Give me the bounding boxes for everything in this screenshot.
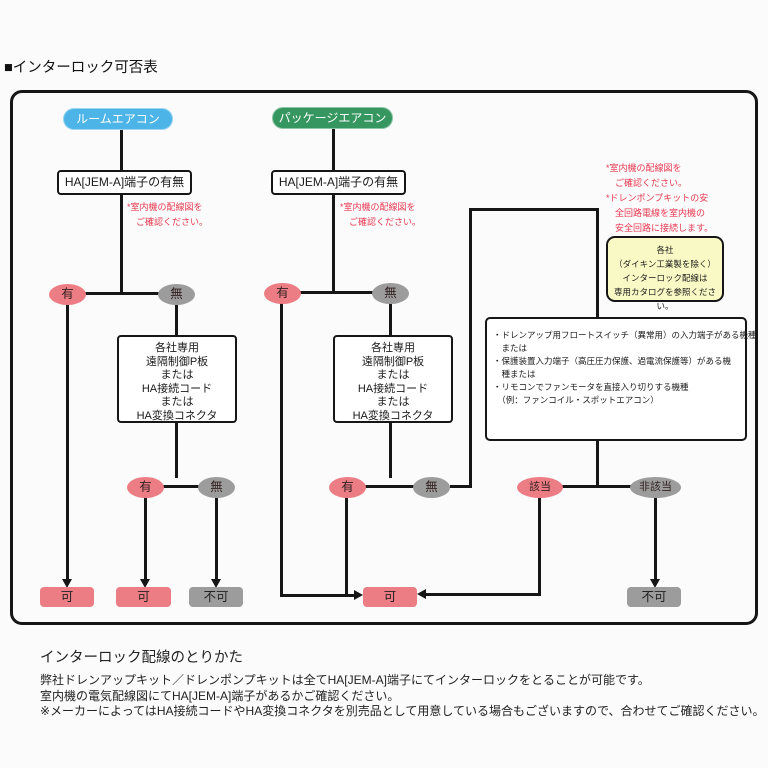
box-line: （例：ファンコイル・スポットエアコン） [493,395,659,405]
connector-line [538,497,541,596]
connector-line [120,129,123,170]
box-line: 遠隔制御P板 [361,355,425,368]
arrow-down-icon [62,579,72,588]
branch-no-oval: 無 [158,284,195,305]
box-line: または [376,369,410,381]
connector-line [596,441,599,488]
connector-line [469,208,472,488]
box-line: ・保護装置入力端子（高圧圧力保護、過電流保護等）がある機 [493,356,732,366]
wiring-check-note: *室内機の配線図を ご確認ください。 [127,200,208,230]
arrow-right-icon [354,590,363,600]
connector-line [280,303,283,597]
chart-frame [10,90,758,625]
connector-line [332,129,335,170]
connector-line [175,423,178,478]
drain-pump-note: *室内機の配線図を ご確認ください。 *ドレンポンプキットの安 全回路電線を室内… [606,161,713,236]
connector-line [654,497,657,580]
adapter-option-box: 各社専用 遠隔制御P板 または HA接続コード または HA変換コネクタ [117,335,237,423]
footer-line: 室内機の電気配線図にてHA[JEM-A]端子があるかご確認ください。 [40,689,400,703]
connector-line [282,291,391,294]
wiring-check-note: *室内機の配線図を ご確認ください。 [340,200,421,230]
connector-line [280,594,356,597]
footer-line: 弊社ドレンアップキット／ドレンポンプキットは全てHA[JEM-A]端子にてインタ… [40,673,650,687]
result-ng-box: 不可 [627,587,681,607]
note-line: 専用カタログを参照ください。 [613,287,716,311]
box-line: または [160,369,194,381]
branch-yes-oval: 有 [49,284,86,305]
connector-line [389,423,392,478]
connector-line [596,211,599,317]
connector-line [426,593,540,596]
box-line: HA変換コネクタ [136,409,218,422]
note-line: （ダイキン工業製を除く） [614,259,716,269]
box-line: 各社専用 [371,342,415,354]
box-line: 種または [493,369,536,379]
note-line: 各社 [656,245,674,255]
connector-line [345,497,348,597]
note-line: インターロック配線は [622,273,708,283]
note-line: *室内機の配線図を [127,202,203,212]
result-ok-box: 可 [40,587,94,607]
connector-line [347,485,432,488]
branch-yes-oval: 有 [264,283,301,304]
footer-line: ※メーカーによってはHA接続コードやHA変換コネクタを別売品として用意している場… [40,704,765,718]
branch-no-oval: 無 [198,477,235,498]
ha-terminal-question-box: HA[JEM-A]端子の有無 [271,170,406,195]
connector-line [144,497,147,580]
box-line: HA接続コード [141,382,213,395]
box-line: 各社専用 [155,342,199,354]
note-line: ご確認ください。 [606,178,688,188]
box-line: ・リモコンでファンモータを直接入り切りする機種 [493,382,689,392]
arrow-down-icon [650,579,660,588]
box-line: ・ドレンアップ用フロートスイッチ（異常用）の入力端子がある機種 [493,330,757,340]
arrow-down-icon [140,579,150,588]
branch-not-applicable-oval: 非該当 [630,477,681,498]
catalog-note-box: 各社 （ダイキン工業製を除く） インターロック配線は 専用カタログを参照ください… [606,236,724,311]
connector-line [175,304,178,335]
box-line: または [160,396,194,408]
arrow-left-icon [417,589,426,599]
box-line: HA接続コード [357,382,429,395]
branch-yes-oval: 有 [329,477,366,498]
connector-line [450,485,471,488]
page-title: ■インターロック可否表 [4,60,158,76]
connector-line [215,497,218,580]
result-ok-box: 可 [116,587,171,607]
adapter-option-box: 各社専用 遠隔制御P板 または HA接続コード または HA変換コネクタ [333,335,453,423]
connector-line [332,192,335,293]
result-ok-box: 可 [363,587,417,607]
footer-heading: インターロック配線のとりかた [40,650,243,666]
machine-condition-box: ・ドレンアップ用フロートスイッチ（異常用）の入力端子がある機種 または ・保護装… [485,317,757,441]
branch-no-oval: 無 [413,477,450,498]
note-line: ご確認ください。 [127,217,209,227]
box-line: または [376,396,410,408]
note-line: ご確認ください。 [340,217,422,227]
box-line: または [493,343,528,353]
connector-line [66,304,69,580]
branch-applicable-oval: 該当 [517,477,563,498]
connector-line [67,292,177,295]
branch-no-oval: 無 [372,283,409,304]
note-line: *室内機の配線図を [340,202,416,212]
connector-line [469,208,599,211]
box-line: HA変換コネクタ [352,409,434,422]
note-line: *ドレンポンプキットの安 [606,193,709,203]
package-aircon-pill: パッケージエアコン [272,107,393,129]
result-ng-box: 不可 [189,587,243,607]
connector-line [389,303,392,335]
room-aircon-pill: ルームエアコン [63,108,173,130]
connector-line [120,192,123,294]
arrow-down-icon [211,579,221,588]
connector-line [562,485,631,488]
note-line: 全回路電線を室内機の [606,208,706,218]
connector-line [145,485,217,488]
branch-yes-oval: 有 [127,477,164,498]
note-line: 安全回路に接続します。 [606,223,714,233]
ha-terminal-question-box: HA[JEM-A]端子の有無 [57,170,192,195]
note-line: *室内機の配線図を [606,163,682,173]
box-line: 遠隔制御P板 [145,355,209,368]
